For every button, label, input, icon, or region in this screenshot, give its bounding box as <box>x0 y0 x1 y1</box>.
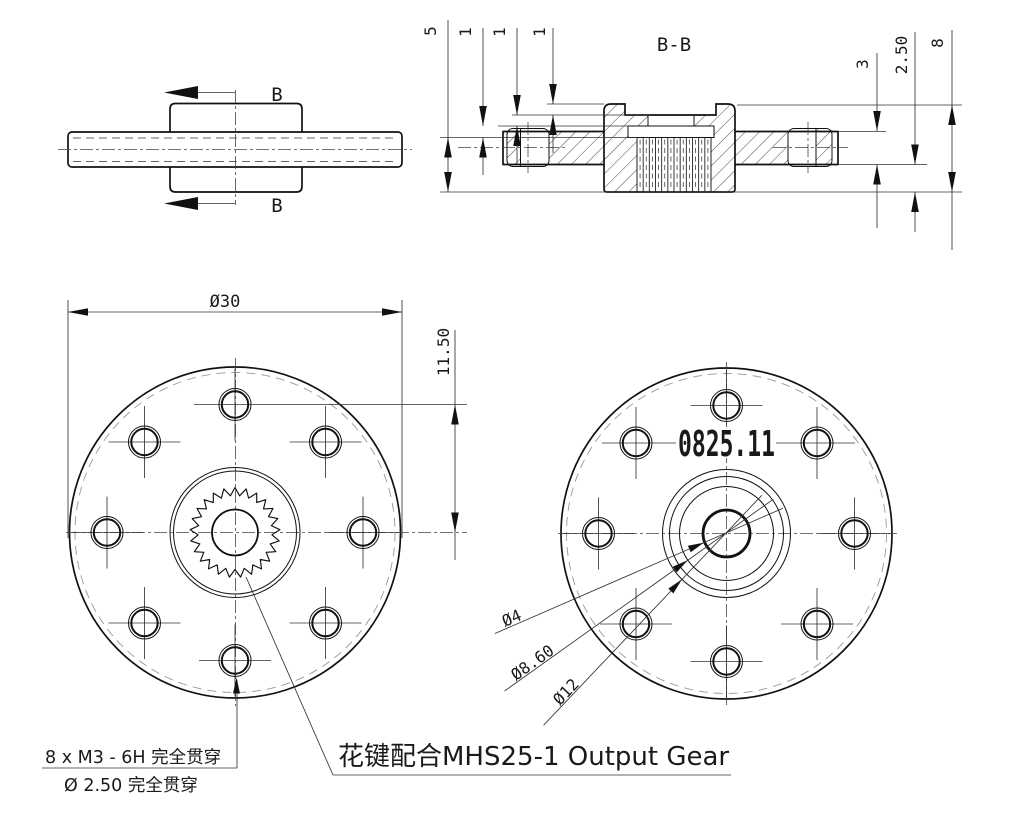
bolt-hole <box>309 606 343 640</box>
counterbore-circle-d860 <box>679 486 774 581</box>
extension-lines <box>440 103 962 193</box>
dim-step-b: 1 <box>490 27 509 37</box>
dim-bolt-circle: 11.50 <box>434 328 453 376</box>
bolt-hole <box>838 517 871 550</box>
hole-note-line2: Ø 2.50 完全贯穿 <box>64 776 198 796</box>
dim-boss-height: 2.50 <box>892 36 911 75</box>
hole-centerlines-section <box>458 122 848 173</box>
section-arrow-shafts <box>176 92 236 204</box>
bolt-hole <box>710 389 743 422</box>
spline-gear-profile <box>189 486 281 578</box>
hub-boss-circle-outer <box>169 467 301 598</box>
bolt-hole <box>127 606 161 640</box>
side-view: B B <box>58 84 412 217</box>
bolt-hole <box>710 645 743 678</box>
section-view-bb: 5 1 1 1 3 2.50 8 B-B <box>421 20 962 250</box>
dim-plate-thickness: 3 <box>853 59 872 69</box>
bolt-hole <box>619 607 653 641</box>
hub-top-groove <box>625 104 716 115</box>
hub-top-side <box>169 102 303 133</box>
flange-edge-phantom-lines <box>73 137 397 162</box>
main-centerlines-right <box>558 362 897 706</box>
spline-teeth-section <box>636 138 712 192</box>
dia30-dimension <box>67 300 403 538</box>
hatch-left-flange <box>549 131 604 165</box>
center-bore-left <box>211 508 259 557</box>
bolt-hole <box>800 426 834 460</box>
bolt-hole <box>127 425 161 459</box>
spline-note-leader <box>245 576 731 776</box>
dim-total-height: 8 <box>928 38 947 48</box>
dim-step-c: 1 <box>530 27 549 37</box>
main-centerlines-left <box>66 358 467 706</box>
spline-collar <box>627 125 715 138</box>
bolt-hole <box>90 516 124 549</box>
bolt-hole <box>800 607 834 641</box>
bolt-hole <box>582 517 615 550</box>
section-title: B-B <box>657 34 691 56</box>
bolt-hole <box>346 516 380 549</box>
section-arrow-label-bottom: B <box>271 195 282 217</box>
bolt-hole <box>619 426 653 460</box>
dim-hub-height: 5 <box>421 26 440 36</box>
dim-bore-dia: Ø4 <box>499 606 524 631</box>
dimension-arrowheads <box>68 84 956 694</box>
bolt-holes-right <box>562 369 891 698</box>
bolt-hole <box>309 425 343 459</box>
diameter-leader-lines <box>494 495 783 726</box>
spline-note-text: 花键配合MHS25-1 Output Gear <box>338 742 729 772</box>
bolt-hole <box>218 644 252 677</box>
dim-step-a: 1 <box>456 27 475 37</box>
front-view-left: Ø30 11.50 8 x M3 - 6H 完全贯穿 Ø 2.50 完全贯穿 <box>42 292 731 796</box>
hub-circle-d12-inner <box>669 476 784 591</box>
hub-bottom-side <box>169 166 303 193</box>
hole-note-line1: 8 x M3 - 6H 完全贯穿 <box>45 748 221 768</box>
dim-counterbore-dia: Ø8.60 <box>507 641 557 684</box>
dim-hub-dia: Ø12 <box>549 675 583 709</box>
marking-backplate <box>676 427 776 458</box>
center-bore-d4 <box>701 508 752 559</box>
hub-boss-circle-inner <box>173 470 297 595</box>
front-view-right: Ø4 Ø8.60 Ø12 0825.11 <box>494 362 897 726</box>
hub-step-recess <box>647 114 695 127</box>
bolt-hole <box>218 388 252 421</box>
bolt-holes-left <box>71 368 467 697</box>
section-arrow-label-top: B <box>271 84 282 106</box>
dim-outer-diameter: Ø30 <box>210 292 241 312</box>
m3-note-leader <box>42 680 238 769</box>
hub-circle-d12-outer <box>662 469 791 598</box>
part-marking: 0825.11 <box>678 424 775 465</box>
